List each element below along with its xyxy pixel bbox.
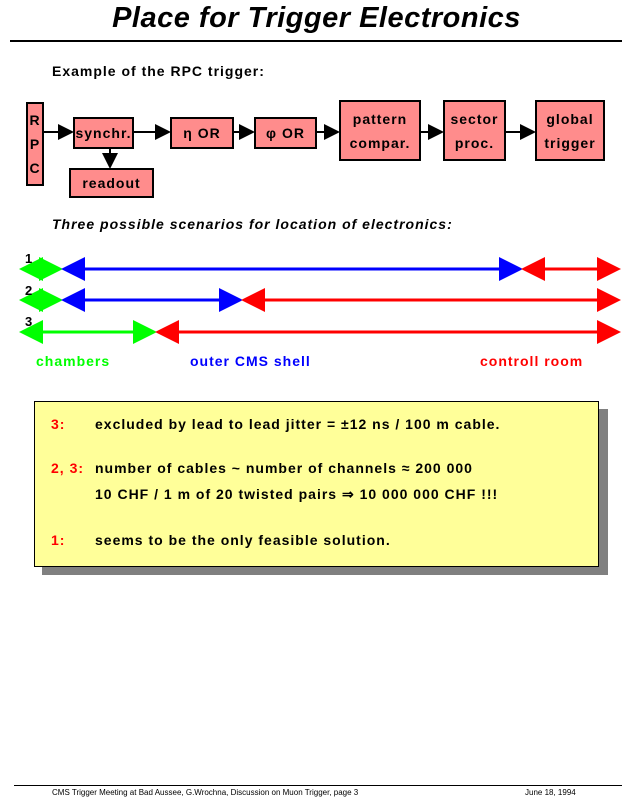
subtitle: Example of the RPC trigger: (52, 63, 265, 79)
block-diagram-arrows (19, 124, 621, 344)
block-global-trigger: global trigger (535, 100, 605, 161)
rpc-letter: R (29, 112, 41, 128)
block-rpc: R P C (26, 102, 44, 186)
note-key: 1: (51, 532, 66, 548)
note-text: excluded by lead to lead jitter = ±12 ns… (95, 416, 501, 432)
block-line: sector (450, 110, 499, 127)
block-synchr: synchr. (73, 117, 134, 149)
block-pattern-compar: pattern compar. (339, 100, 421, 161)
footer-meeting: CMS Trigger Meeting at Bad Aussee, G.Wro… (52, 788, 359, 797)
scenarios-heading: Three possible scenarios for location of… (52, 216, 453, 232)
scenario-label: 2 (25, 283, 33, 298)
rpc-letter: P (29, 136, 41, 152)
footer-date: June 18, 1994 (525, 788, 576, 797)
block-readout: readout (69, 168, 154, 198)
label-chambers: chambers (36, 353, 111, 369)
block-line: trigger (544, 134, 596, 151)
note-text: seems to be the only feasible solution. (95, 532, 391, 548)
conclusions-box: 3: excluded by lead to lead jitter = ±12 … (34, 401, 599, 567)
note-key: 3: (51, 416, 66, 432)
title-rule (10, 40, 622, 42)
note-key: 2, 3: (51, 460, 85, 476)
block-phi-or: φ OR (254, 117, 317, 149)
note-text: 10 CHF / 1 m of 20 twisted pairs ⇒ 10 00… (95, 486, 499, 502)
block-line: proc. (454, 134, 495, 151)
scenario-label: 3 (25, 314, 33, 329)
footer-rule (14, 785, 622, 786)
block-line: compar. (349, 134, 411, 151)
label-control-room: controll room (480, 353, 584, 369)
block-line: pattern (352, 110, 408, 127)
block-eta-or: η OR (170, 117, 234, 149)
scenario-label: 1 (25, 251, 33, 266)
page-title: Place for Trigger Electronics (112, 2, 521, 34)
label-outer-shell: outer CMS shell (190, 353, 311, 369)
block-line: global (546, 110, 594, 127)
note-text: number of cables ~ number of channels ≈ … (95, 460, 473, 476)
block-sector-proc: sector proc. (443, 100, 506, 161)
rpc-letter: C (29, 160, 41, 176)
